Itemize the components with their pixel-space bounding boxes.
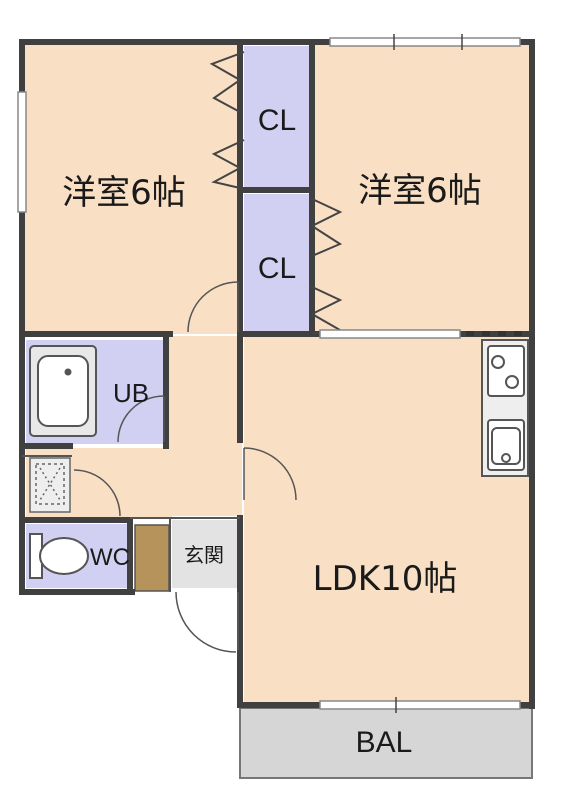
door-swings (73, 281, 297, 653)
closet-bottom-floor (244, 194, 310, 332)
toilet-label: WC (90, 544, 130, 571)
western-room-right-label: 洋室6帖 (358, 171, 482, 211)
closet-top-door-left2[interactable] (211, 139, 245, 189)
bathtub-icon (29, 345, 97, 437)
western-room-right-floor (312, 44, 530, 334)
closet-bottom-label: CL (258, 252, 296, 285)
closet-bottom-door-right[interactable] (309, 197, 343, 257)
ldk-label: LDK10帖 (313, 559, 458, 599)
closet-top-floor (244, 46, 310, 188)
stove-icon (491, 355, 519, 389)
hall-floor (168, 336, 242, 516)
toilet-icon (29, 533, 89, 579)
western-room-left-label: 洋室6帖 (62, 173, 186, 213)
balcony-label: BAL (356, 726, 413, 759)
shoe-box (134, 524, 170, 592)
range-hood-marks (466, 331, 522, 336)
thin-walls (22, 455, 240, 650)
balcony-floor (239, 707, 533, 779)
entrance-floor (172, 520, 238, 588)
entrance-label: 玄関 (184, 543, 224, 567)
windows (17, 37, 521, 710)
washbasin-icon (29, 457, 71, 513)
unit-bath-label: UB (113, 378, 149, 408)
closet-top-door-left[interactable] (209, 51, 245, 113)
western-room-left-floor (24, 44, 240, 334)
sink-icon (491, 427, 521, 465)
closet-top-label: CL (258, 104, 296, 137)
